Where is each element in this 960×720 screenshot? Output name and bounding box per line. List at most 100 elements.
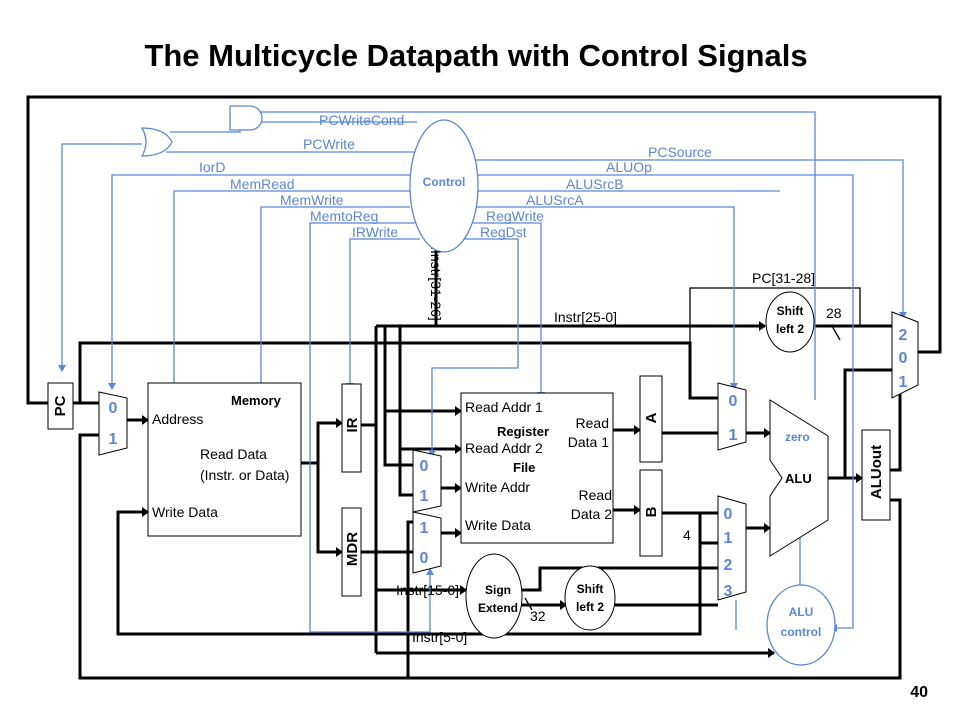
wire-28-tick <box>831 325 841 341</box>
alu-zero-label: zero <box>785 430 810 444</box>
signal-aluop: ALUOp <box>606 159 652 175</box>
arrow-readaddr2 <box>455 444 462 454</box>
ir-to-regdst1-wire <box>398 449 413 497</box>
control-label: Control <box>423 175 466 189</box>
aluout-to-pcsource0-wire <box>890 388 902 472</box>
arrow-alu-a <box>764 428 771 438</box>
shift-left2-top-line1: Shift <box>777 304 804 318</box>
page-title: The Multicycle Datapath with Control Sig… <box>144 38 807 73</box>
aluout-register <box>861 429 891 521</box>
arrow-alu-b <box>764 523 771 533</box>
arrow-pcsource <box>899 312 907 319</box>
signal-pcwritecond: PCWriteCond <box>319 112 404 128</box>
signal-memread: MemRead <box>230 176 295 192</box>
arrow-memory-address <box>142 415 149 425</box>
pcsource-mux <box>891 311 919 399</box>
arrow-writedata <box>455 528 462 538</box>
memory-read-data-label: Read Data <box>200 446 267 462</box>
a-register <box>639 375 663 463</box>
ir-register <box>341 383 362 473</box>
arrow-writeaddr <box>455 483 462 493</box>
arrow-mdr <box>336 547 343 557</box>
arrow-b <box>634 505 641 515</box>
control-wires <box>61 111 904 633</box>
signal-pcwrite: PCWrite <box>303 136 355 152</box>
memory-write-data-label: Write Data <box>152 504 218 520</box>
wire-4-label: 4 <box>683 527 691 543</box>
instr-15-0-label: Instr[15-0] <box>396 582 459 598</box>
memtoreg-mux-1: 1 <box>420 520 429 537</box>
signal-alusrca: ALUSrcA <box>526 192 584 208</box>
pcsource-wire <box>470 159 904 312</box>
regdst-mux <box>412 449 442 513</box>
datapath-wires <box>26 95 942 680</box>
alusrca-mux <box>717 382 747 451</box>
signal-memtoreg: MemtoReg <box>310 208 378 224</box>
instr-25-0-label: Instr[25-0] <box>554 309 617 325</box>
regfile-write-data: Write Data <box>465 517 531 533</box>
iord-mux-0: 0 <box>109 400 118 417</box>
control-unit <box>409 119 479 253</box>
regdst-mux-1: 1 <box>420 488 429 505</box>
b-label: B <box>643 506 660 517</box>
signal-regdst: RegDst <box>480 224 527 240</box>
ir-to-regdst0-wire <box>383 411 413 467</box>
shift-left2-bottom-line2: left 2 <box>576 600 604 614</box>
pc-label: PC <box>52 395 69 416</box>
alu-control-line1: ALU <box>789 605 814 619</box>
memtoreg-wire <box>309 222 431 633</box>
page-number: 40 <box>910 684 928 701</box>
iord-wire <box>111 174 412 383</box>
pc-31-28-wire <box>689 287 861 343</box>
iord-mux-1: 1 <box>109 431 118 448</box>
alusrcb-mux-2: 2 <box>724 557 733 574</box>
arrow-memtoreg <box>426 568 434 575</box>
memtoreg-mux-0: 0 <box>420 550 429 567</box>
mdr-label: MDR <box>344 532 361 566</box>
arrow-pc <box>58 365 66 372</box>
memory-address-label: Address <box>152 411 203 427</box>
pc-feedback-wire <box>26 95 942 405</box>
alusrca-mux-1: 1 <box>729 427 738 444</box>
arrow-shift-top <box>759 321 766 331</box>
arrow-iord <box>108 383 116 390</box>
arrow-aluout <box>856 473 863 483</box>
regfile-read-addr1: Read Addr 1 <box>465 399 543 415</box>
alusrca-wire <box>472 206 735 383</box>
regdst-mux-0: 0 <box>420 458 429 475</box>
pcwritecond-in-wire <box>260 111 816 400</box>
arrow-a <box>634 425 641 435</box>
alu-control <box>766 584 836 666</box>
memory-to-mdr-wire <box>316 463 342 554</box>
arrow-ir <box>336 418 343 428</box>
aluout-label: ALUout <box>868 445 885 499</box>
shift-left2-bottom-line1: Shift <box>577 582 604 596</box>
memory-block <box>147 382 302 537</box>
shift-left2-bottom <box>564 565 616 631</box>
mdr-register <box>341 507 362 597</box>
regfile-read-data1-b: Data 1 <box>568 434 609 450</box>
b-register <box>639 469 663 557</box>
alusrca-mux-0: 0 <box>729 393 738 410</box>
wire-32-label: 32 <box>530 608 546 624</box>
regfile-title2: File <box>513 460 535 475</box>
signal-memwrite: MemWrite <box>280 192 344 208</box>
pcsource-mux-0: 0 <box>899 350 908 367</box>
signext-to-shift-wire <box>521 566 718 592</box>
pc-register <box>47 382 74 430</box>
pcsource-mux-2: 2 <box>899 327 908 344</box>
regfile-title1: Register <box>497 424 549 439</box>
regfile-read-data2-b: Data 2 <box>571 506 612 522</box>
arrow-readaddr1 <box>455 406 462 416</box>
instr-31-26-label: Instr[31-26] <box>428 250 444 321</box>
signal-regwrite: RegWrite <box>486 208 544 224</box>
pc-write-logic <box>140 105 263 157</box>
a-label: A <box>643 412 660 423</box>
memory-read-data-sub: (Instr. or Data) <box>200 467 289 483</box>
wire-32-tick <box>524 597 533 611</box>
wire-28-label: 28 <box>826 305 842 321</box>
arrow-alucontrol <box>768 648 775 658</box>
instr-5-0-label: Instr[5-0] <box>412 629 467 645</box>
sign-extend-line1: Sign <box>485 583 511 597</box>
arrow-shift-bottom <box>560 600 567 610</box>
